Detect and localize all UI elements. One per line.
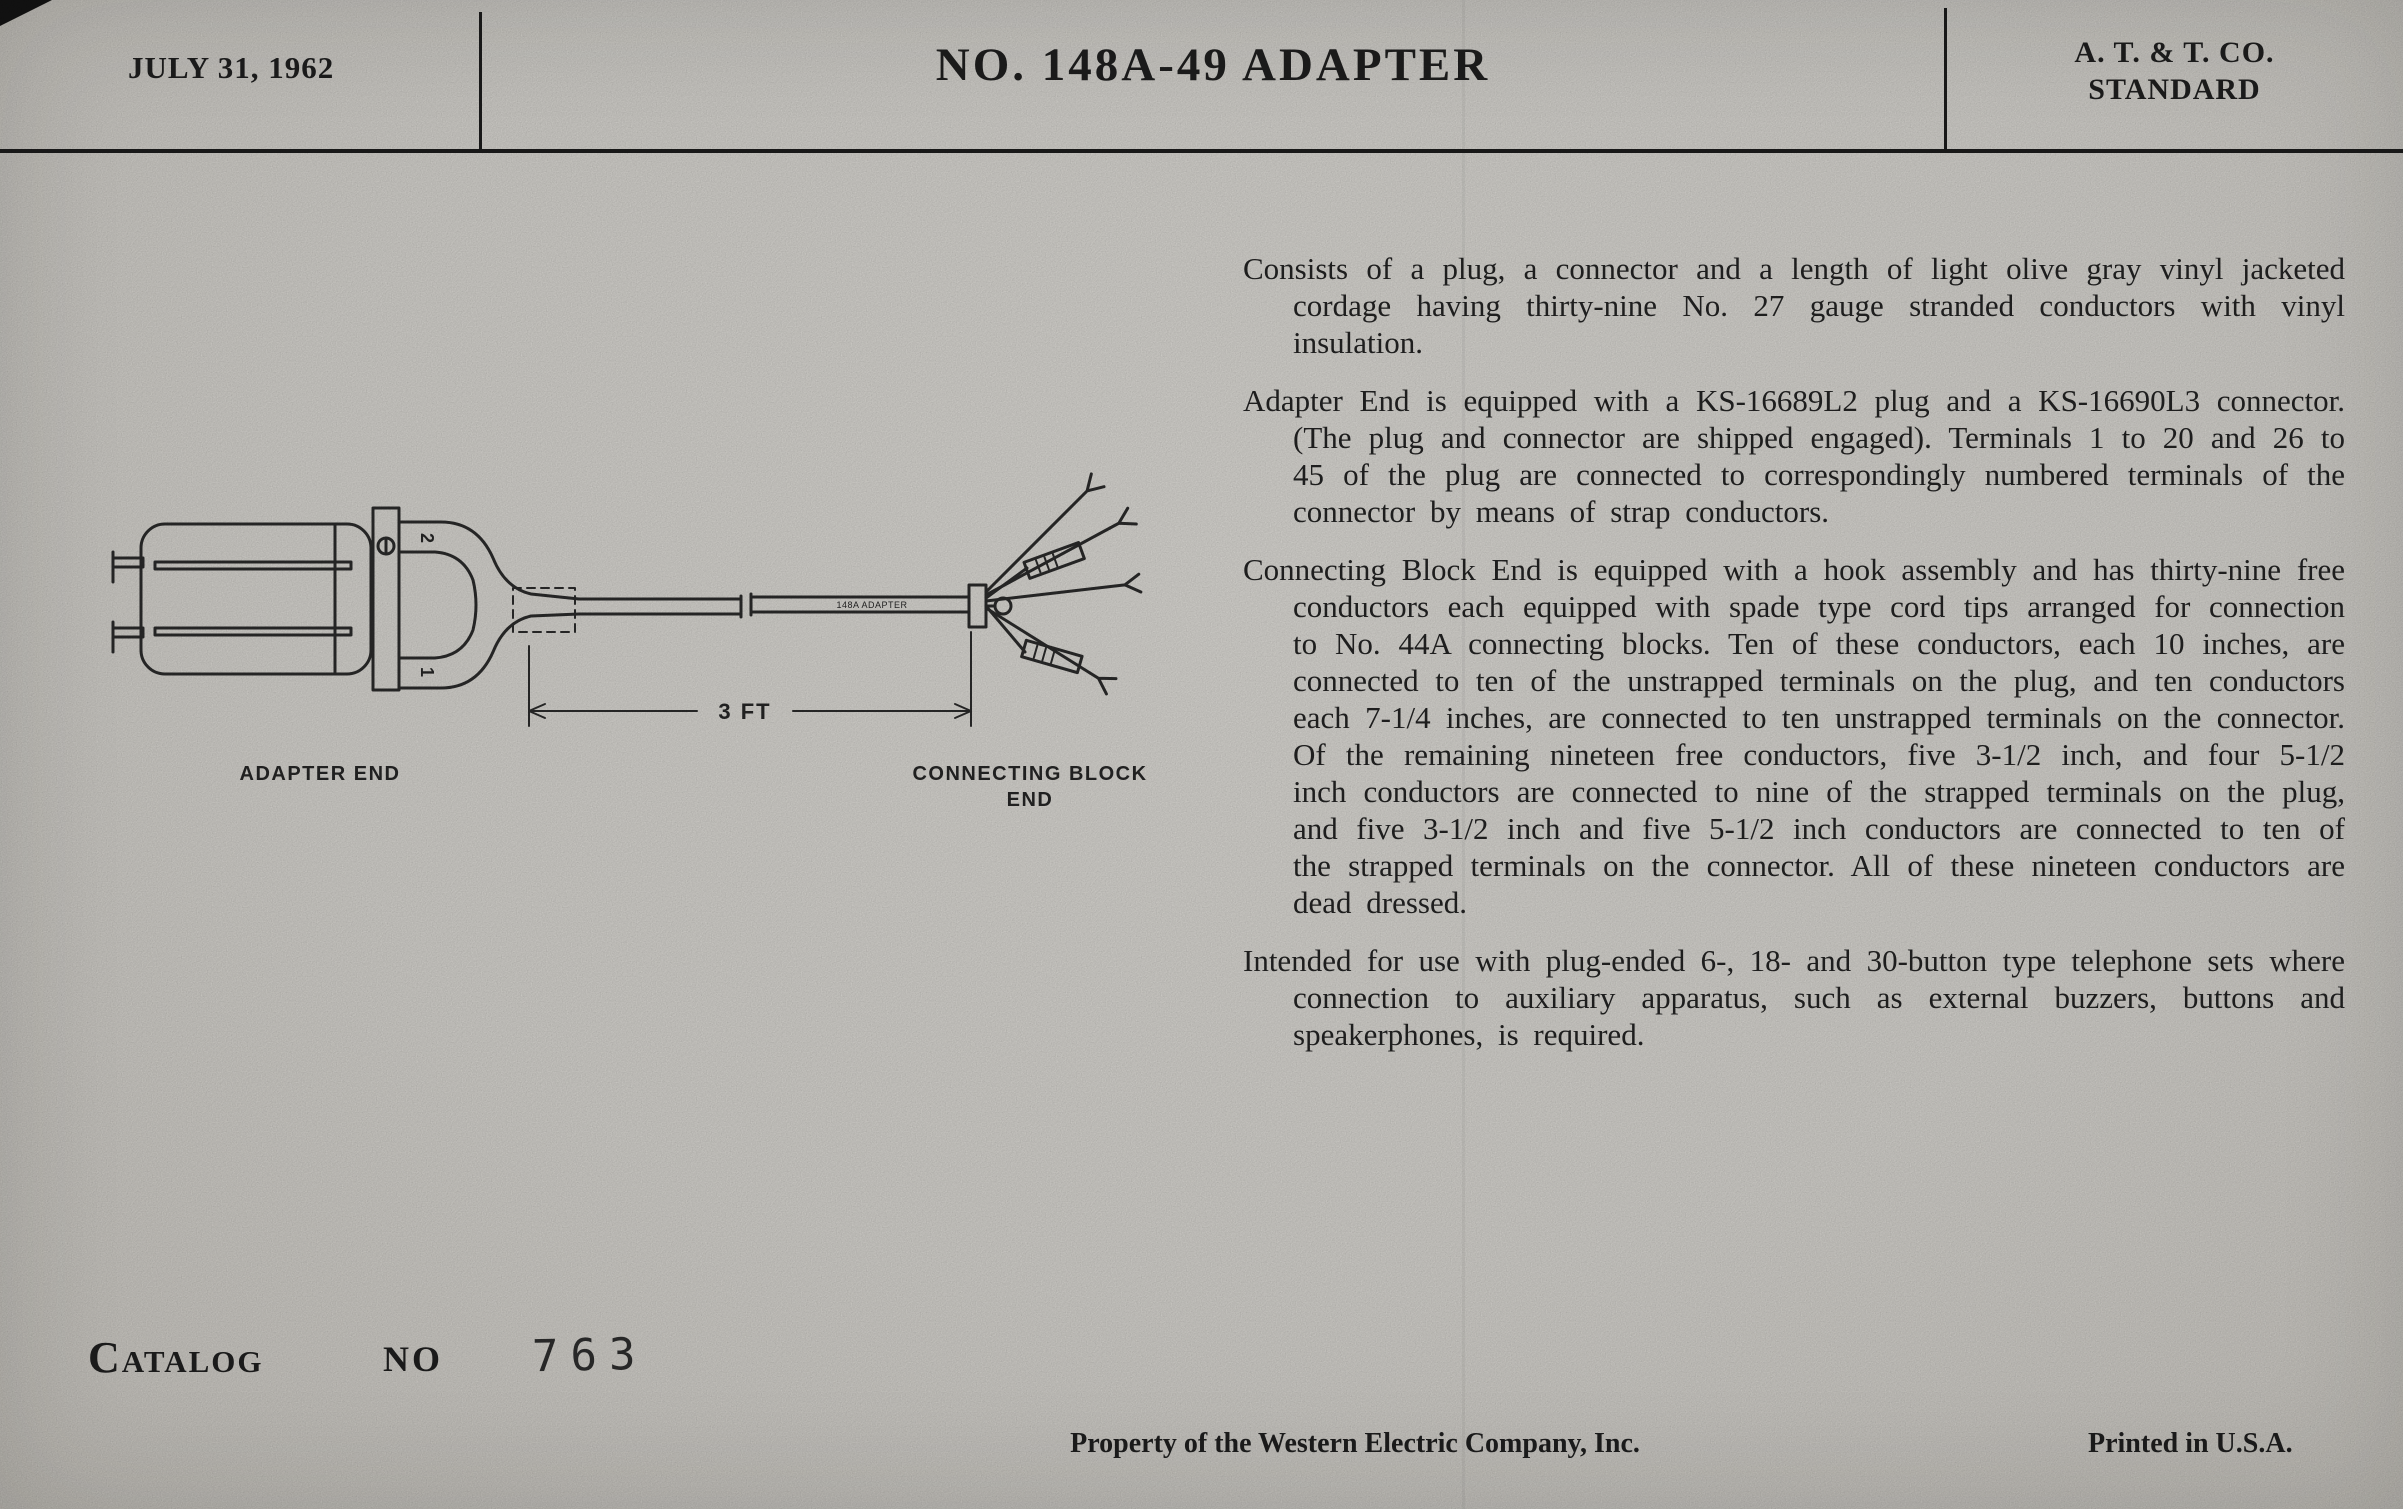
paragraph-intended-use: Intended for use with plug-ended 6-, 18-… bbox=[1243, 943, 2345, 1052]
fork-terminal-2: 2 bbox=[417, 533, 437, 543]
scan-corner-artifact bbox=[0, 0, 52, 26]
dimension-label: 3 FT bbox=[718, 699, 771, 724]
header-divider-left bbox=[479, 12, 482, 149]
adapter-diagram: 2 1 148A ADAPTER 3 FT ADAPTER END CONNEC… bbox=[111, 472, 1147, 811]
paragraph-connecting-block-end: Connecting Block End is equipped with a … bbox=[1243, 552, 2345, 920]
fork-hook bbox=[397, 520, 581, 690]
catalog-no-label: NO bbox=[383, 1339, 443, 1379]
fork-terminal-1: 1 bbox=[417, 667, 437, 677]
catalog-number: 763 bbox=[531, 1328, 649, 1383]
cord-tag-lower bbox=[1020, 638, 1084, 675]
org-line-2: STANDARD bbox=[2088, 73, 2261, 106]
footer-property-line: Property of the Western Electric Company… bbox=[1070, 1428, 1640, 1459]
adapter-housing bbox=[111, 522, 373, 676]
header-rule bbox=[0, 149, 2403, 153]
paragraph-consists: Consists of a plug, a connector and a le… bbox=[1243, 251, 2345, 360]
paragraph-adapter-end: Adapter End is equipped with a KS-16689L… bbox=[1243, 383, 2345, 529]
adapter-end-label: ADAPTER END bbox=[240, 763, 401, 785]
org-line-1: A. T. & T. CO. bbox=[2074, 36, 2275, 69]
cable-marking: 148A ADAPTER bbox=[836, 600, 907, 610]
header-divider-right bbox=[1944, 8, 1947, 149]
description-column: Consists of a plug, a connector and a le… bbox=[1243, 250, 2345, 1074]
connecting-block-end-label-line2: END bbox=[1007, 789, 1054, 811]
connecting-block-end bbox=[967, 472, 1143, 696]
catalog-label: Catalog bbox=[88, 1333, 264, 1382]
page-title: NO. 148A-49 ADAPTER bbox=[935, 39, 1491, 91]
mounting-plate bbox=[371, 506, 401, 692]
connecting-block-end-label: CONNECTING BLOCK bbox=[912, 763, 1147, 785]
footer-printed-line: Printed in U.S.A. bbox=[2088, 1428, 2293, 1459]
header-date: JULY 31, 1962 bbox=[128, 50, 335, 85]
header-standard: A. T. & T. CO. STANDARD bbox=[1946, 34, 2403, 108]
cordage bbox=[577, 592, 971, 619]
catalog-line: Catalog NO 763 bbox=[0, 1328, 900, 1398]
